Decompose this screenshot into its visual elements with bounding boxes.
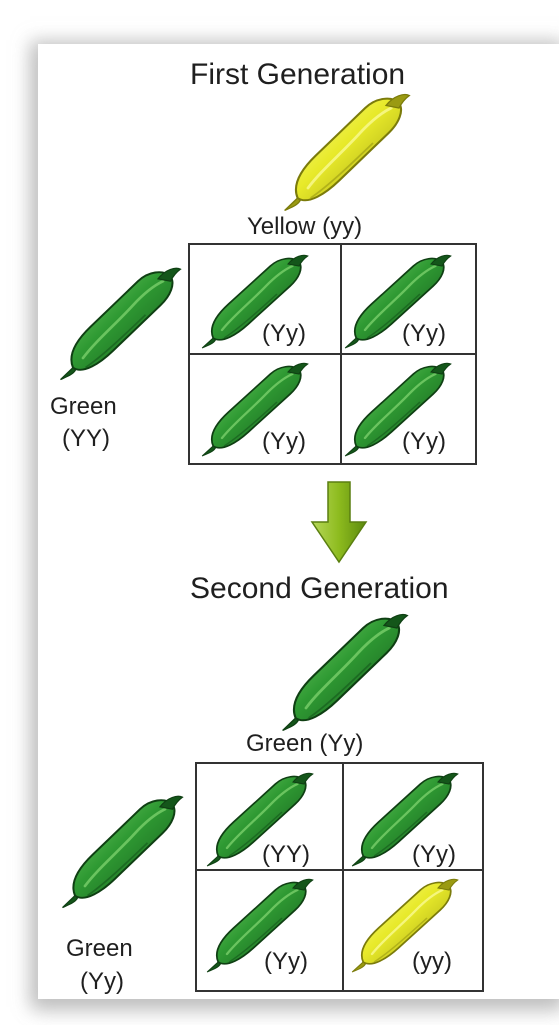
second-generation-cell-1-pea-pod [205,768,315,868]
second-generation-cell-4-pea-pod [350,874,460,974]
second-generation-cell-3-pea-pod [205,874,315,974]
first-generation-cell-3-pea-pod [200,358,310,458]
first-generation-cell-4-genotype: (Yy) [402,428,446,455]
pea-pod-green-top-parent [280,608,410,733]
first-generation-cell-2-pea-pod [343,250,453,350]
first-generation-cell-1-genotype: (Yy) [262,320,306,347]
first-generation-cell-3-genotype: (Yy) [262,428,306,455]
second-generation-cell-2-genotype: (Yy) [412,841,456,868]
second-generation-top-parent-label: Green (Yy) [246,730,364,757]
second-generation-cell-2-pea-pod [350,768,460,868]
down-arrow-icon [310,481,368,564]
second-generation-cell-1-genotype: (YY) [262,841,310,868]
first-generation-cell-2-genotype: (Yy) [402,320,446,347]
first-generation-left-parent-label-line2: (YY) [62,425,110,452]
first-generation-cell-1-pea-pod [200,250,310,350]
first-generation-left-parent-label-line1: Green [50,393,117,420]
second-generation-cell-3-genotype: (Yy) [264,948,308,975]
second-generation-cell-4-genotype: (yy) [412,948,452,975]
first-generation-title: First Generation [190,58,406,91]
second-generation-left-parent-label-line1: Green [66,935,133,962]
pea-pod-yellow-parent [282,88,412,213]
pea-pod-green-left-parent-2 [60,790,185,910]
second-generation-title: Second Generation [190,572,449,605]
first-generation-top-parent-label: Yellow (yy) [247,213,363,240]
pea-pod-green-left-parent [58,262,183,382]
second-generation-left-parent-label-line2: (Yy) [80,968,124,995]
first-generation-cell-4-pea-pod [343,358,453,458]
